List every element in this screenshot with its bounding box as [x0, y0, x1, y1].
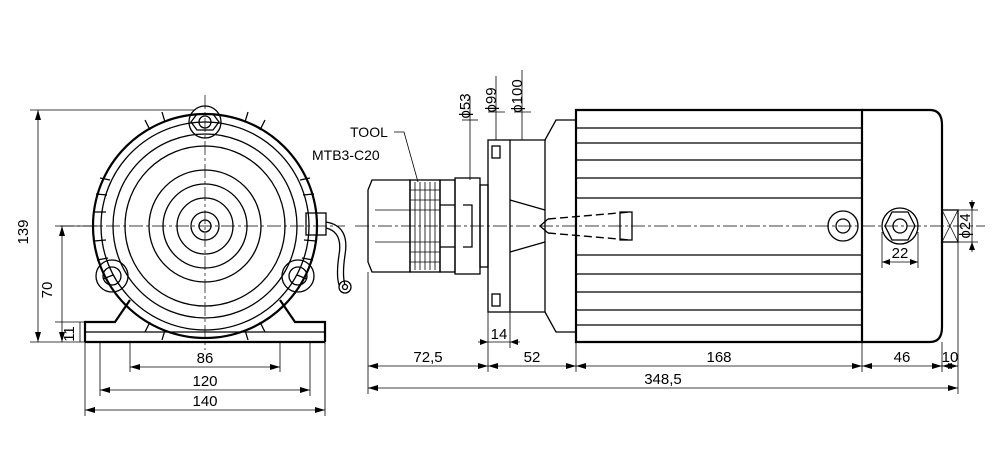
side-cable-boss	[827, 210, 859, 242]
dim-side-len-72-5: 72,5	[413, 349, 442, 366]
front-bolt-right	[281, 259, 315, 293]
front-cable-gland	[305, 212, 352, 294]
side-hex-nut	[884, 211, 916, 241]
tool-holder	[367, 177, 489, 275]
dim-side-len-10: 10	[942, 349, 959, 366]
side-shaft-end	[941, 209, 959, 243]
dim-side-dia-53: ϕ53	[457, 93, 474, 118]
front-shaft-center	[198, 219, 212, 233]
tool-leader-line	[394, 131, 419, 183]
dim-front-height-axis: 70	[39, 282, 56, 299]
dim-front-foot-height: 11	[61, 326, 78, 342]
front-collar-ring	[162, 183, 248, 269]
front-shaft-ring	[190, 211, 220, 241]
side-dims-right	[958, 200, 978, 252]
side-spindle-tip	[539, 218, 549, 234]
front-face-ring	[124, 145, 286, 307]
dim-front-height-total: 139	[15, 219, 32, 244]
dim-side-dia-99: ϕ99	[483, 87, 500, 112]
front-dimensions-bottom	[84, 342, 326, 416]
dim-side-len-14: 14	[491, 326, 508, 343]
front-dimensions-left	[30, 109, 195, 343]
side-hidden-bearing	[619, 211, 633, 241]
dim-front-width-86: 86	[197, 350, 214, 367]
side-dims-top	[462, 70, 531, 180]
side-hidden-spindle	[547, 211, 631, 241]
front-view: 139 70 11 86 120 140	[15, 95, 352, 416]
tool-knurl	[410, 182, 440, 270]
side-hex-boss	[881, 207, 919, 245]
front-bolt-left	[95, 259, 129, 293]
dim-side-shaft-dia-24: ϕ24	[957, 213, 974, 238]
label-tool-line1: TOOL	[350, 124, 388, 140]
label-tool-line2: MTB3-C20	[312, 147, 380, 163]
front-flange-ring	[112, 133, 298, 319]
side-view: TOOL MTB3-C20	[312, 70, 985, 394]
dim-side-len-52: 52	[524, 349, 541, 366]
dim-front-width-140: 140	[192, 393, 217, 410]
side-dims-hex	[881, 232, 919, 268]
dim-side-len-46: 46	[894, 349, 911, 366]
dim-side-len-168: 168	[706, 349, 731, 366]
dim-front-width-120: 120	[192, 373, 217, 390]
front-bolt-top	[188, 105, 222, 139]
side-body-fins	[576, 127, 862, 326]
front-cooling-fins	[93, 111, 317, 341]
dim-side-dia-100: ϕ100	[509, 79, 526, 112]
side-dims-14	[478, 312, 520, 348]
side-hex-center	[892, 218, 908, 234]
front-housing-fin-ring	[100, 121, 310, 331]
dim-side-hex-22: 22	[892, 245, 909, 262]
side-dims-bottom	[367, 242, 959, 394]
front-bearing-ring	[148, 169, 262, 283]
front-nut-ring	[176, 197, 234, 255]
side-cable-hole	[835, 218, 851, 234]
dim-side-len-total: 348,5	[644, 371, 682, 388]
